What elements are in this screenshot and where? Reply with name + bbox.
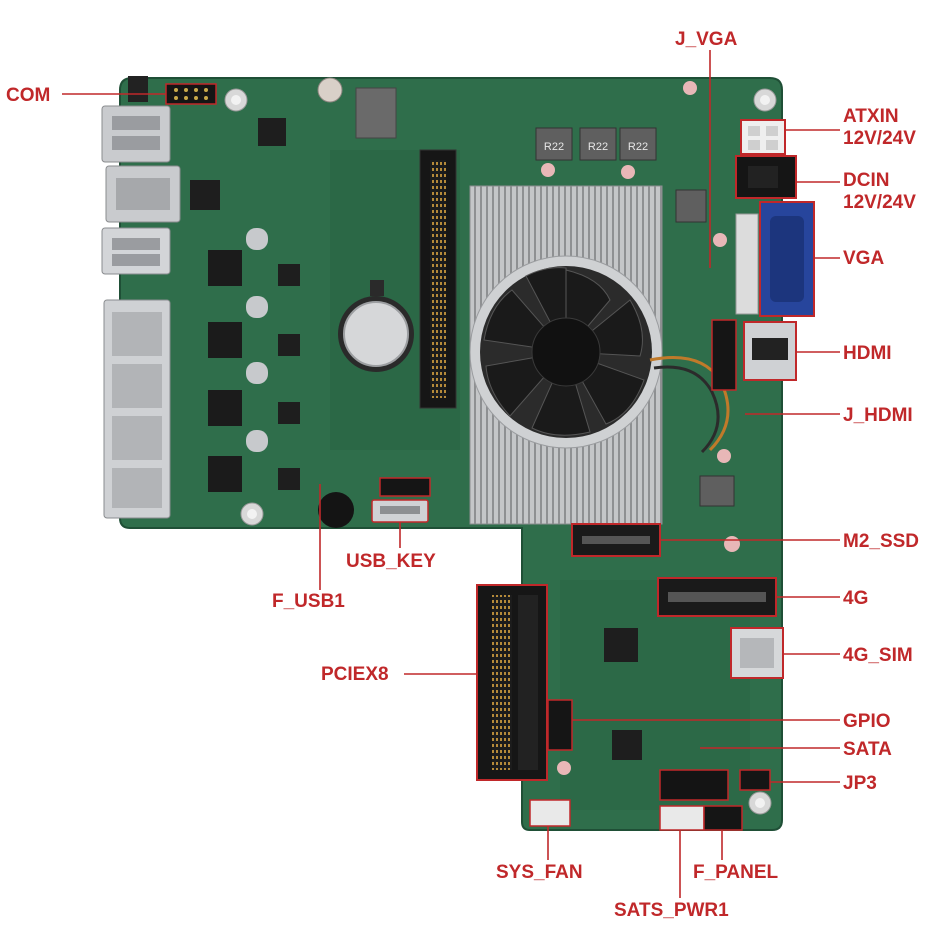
label-vga: VGA	[843, 248, 884, 269]
power-video-connectors	[711, 119, 815, 391]
label-hdmi: HDMI	[843, 343, 892, 364]
sodimm-slot	[419, 149, 457, 409]
lan-controllers	[190, 118, 300, 492]
label-sata: SATA	[843, 739, 892, 760]
label-dcin-line1: DCIN	[843, 170, 889, 191]
label-4g-sim: 4G_SIM	[843, 645, 913, 666]
m2-and-4g-slots	[571, 523, 784, 679]
label-jp3: JP3	[843, 773, 877, 794]
choke-label-1: R22	[544, 141, 564, 153]
label-f-panel: F_PANEL	[693, 862, 779, 883]
label-j-hdmi: J_HDMI	[843, 405, 913, 426]
label-4g: 4G	[843, 588, 868, 609]
capacitors	[317, 77, 740, 775]
label-f-usb1: F_USB1	[272, 591, 345, 612]
mounting-holes	[224, 88, 777, 815]
label-atxin-line1: ATXIN	[843, 106, 899, 127]
buzzer	[318, 492, 354, 528]
label-com: COM	[6, 85, 50, 106]
pciex8-slot	[476, 584, 548, 781]
choke-label-2: R22	[588, 141, 608, 153]
choke-label-3: R22	[628, 141, 648, 153]
callout-lines	[62, 50, 840, 898]
label-atxin-line2: 12V/24V	[843, 128, 916, 149]
label-gpio: GPIO	[843, 711, 891, 732]
vrm-chokes: R22 R22 R22	[535, 127, 735, 507]
cmos-battery	[338, 280, 414, 372]
cpu-heatsink	[469, 185, 730, 525]
label-usb-key: USB_KEY	[346, 551, 436, 572]
label-j-vga: J_VGA	[675, 29, 738, 50]
component-labels: COM J_VGA ATXIN 12V/24V DCIN 12V/24V VGA…	[6, 29, 919, 921]
label-dcin-line2: 12V/24V	[843, 192, 916, 213]
usb-key-connector	[371, 477, 431, 523]
bottom-headers	[529, 628, 771, 831]
rear-io-ports	[101, 76, 181, 519]
com-header	[165, 83, 217, 105]
label-sys-fan: SYS_FAN	[496, 862, 583, 883]
label-sats-pwr1: SATS_PWR1	[614, 900, 729, 921]
label-m2-ssd: M2_SSD	[843, 531, 919, 552]
label-pciex8: PCIEX8	[321, 664, 389, 685]
